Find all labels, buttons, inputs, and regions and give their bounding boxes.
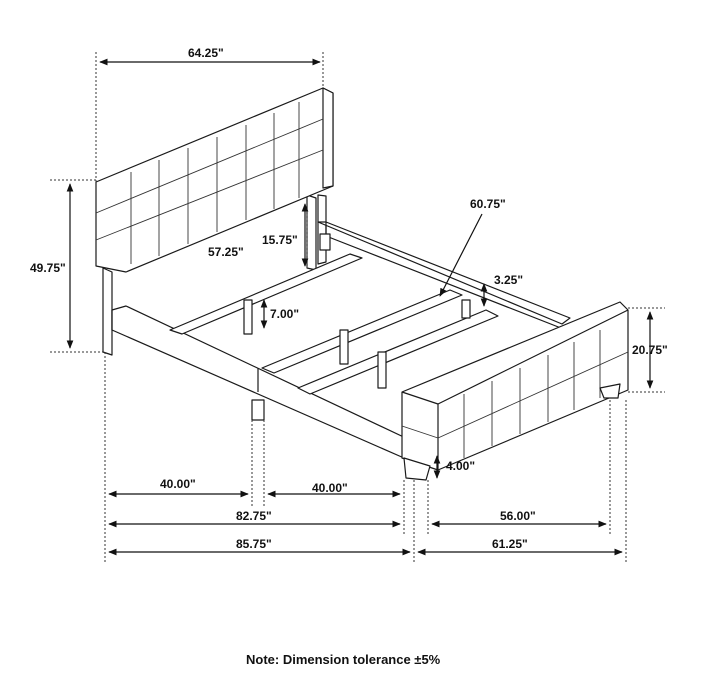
label-foot-leg-height: 4.00" bbox=[446, 459, 475, 473]
right-side-rail bbox=[317, 221, 571, 331]
label-footboard-height: 20.75" bbox=[632, 343, 668, 357]
dimension-lines bbox=[50, 52, 665, 562]
label-rail-length-inner: 57.25" bbox=[208, 245, 244, 259]
rail-bracket bbox=[319, 233, 331, 251]
label-rail-depth: 3.25" bbox=[494, 273, 523, 287]
bed-drawing bbox=[95, 87, 629, 481]
label-overall-length: 85.75" bbox=[236, 537, 272, 551]
label-headboard-leg-clearance: 15.75" bbox=[262, 233, 298, 247]
label-footboard-inner-width: 56.00" bbox=[500, 509, 536, 523]
footboard bbox=[401, 301, 629, 471]
label-rail-half-a: 40.00" bbox=[160, 477, 196, 491]
label-rail-half-b: 40.00" bbox=[312, 481, 348, 495]
dimension-note: Note: Dimension tolerance ±5% bbox=[246, 652, 441, 667]
slats bbox=[169, 253, 499, 395]
dimension-labels: 64.25" 49.75" 57.25" 15.75" 60.75" 3.25"… bbox=[30, 46, 668, 667]
label-inner-length: 82.75" bbox=[236, 509, 272, 523]
label-headboard-width: 64.25" bbox=[188, 46, 224, 60]
footboard-legs bbox=[403, 383, 621, 481]
headboard bbox=[95, 87, 334, 273]
label-inner-width: 60.75" bbox=[470, 197, 506, 211]
center-legs bbox=[243, 299, 471, 421]
label-slat-clearance: 7.00" bbox=[270, 307, 299, 321]
label-headboard-height: 49.75" bbox=[30, 261, 66, 275]
label-overall-width: 61.25" bbox=[492, 537, 528, 551]
